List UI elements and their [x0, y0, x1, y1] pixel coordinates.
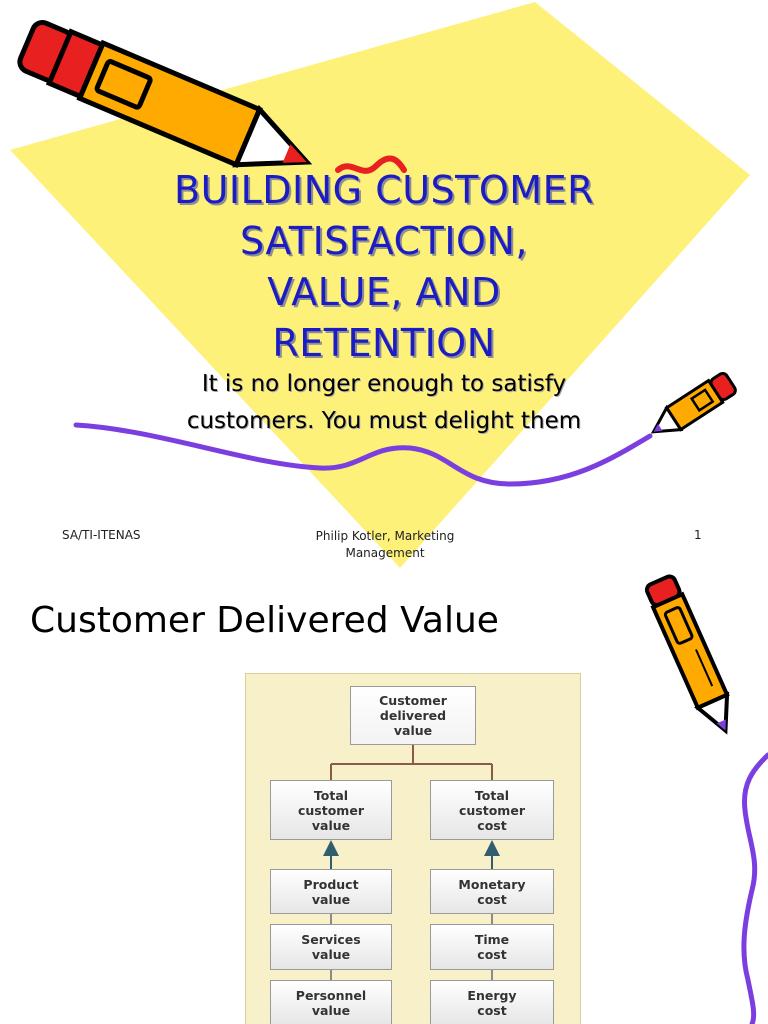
customer-delivered-value-box: Customer delivered value: [350, 686, 476, 745]
slide-1: BUILDING CUSTOMER SATISFACTION, VALUE, A…: [10, 2, 750, 568]
box-label: Customer delivered value: [379, 693, 447, 738]
services-value-box: Services value: [270, 924, 392, 970]
footer-left: SA/TI-ITENAS: [62, 528, 141, 542]
slide-title: Customer Delivered Value: [30, 600, 499, 641]
customer-delivered-value-diagram: Customer delivered value Total customer …: [245, 673, 581, 1024]
energy-cost-box: Energy cost: [430, 980, 554, 1024]
box-label: Personnel value: [295, 988, 367, 1018]
subtitle-line: It is no longer enough to satisfy: [201, 371, 567, 397]
monetary-cost-box: Monetary cost: [430, 869, 554, 914]
total-customer-value-box: Total customer value: [270, 780, 392, 840]
red-squiggle: [335, 155, 407, 174]
slide-2-decoration: [644, 574, 768, 1024]
box-label: Total customer value: [298, 787, 364, 833]
footer-center-line: Management: [345, 546, 425, 560]
slide-1-decoration: [10, 2, 750, 568]
page-number: 1: [694, 528, 702, 542]
total-customer-cost-box: Total customer cost: [430, 780, 554, 840]
pencil-icon: [644, 574, 730, 735]
box-label: Energy cost: [467, 988, 517, 1018]
slide-2: Customer Delivered Value: [0, 570, 768, 1024]
footer-center-line: Philip Kotler, Marketing: [315, 529, 455, 543]
slide-title: BUILDING CUSTOMER SATISFACTION, VALUE, A…: [84, 165, 684, 369]
title-line: SATISFACTION,: [240, 219, 528, 263]
box-label: Monetary cost: [458, 876, 526, 907]
squiggle-line: [73, 422, 653, 487]
time-cost-box: Time cost: [430, 924, 554, 970]
small-pencil-icon: [650, 371, 737, 434]
squiggle-line: [741, 752, 768, 1024]
subtitle-line: customers. You must delight them: [186, 408, 582, 434]
title-line: VALUE, AND: [267, 270, 501, 314]
product-value-box: Product value: [270, 869, 392, 914]
title-line: RETENTION: [272, 321, 496, 365]
box-label: Total customer cost: [459, 787, 525, 833]
title-line: BUILDING CUSTOMER: [174, 168, 594, 212]
footer-center: Philip Kotler, Marketing Management: [285, 528, 485, 562]
box-label: Product value: [303, 876, 359, 907]
diagram-connectors: [323, 745, 500, 980]
pencil-icon: [17, 19, 313, 168]
box-label: Services value: [301, 932, 361, 962]
personnel-value-box: Personnel value: [270, 980, 392, 1024]
slide-subtitle: It is no longer enough to satisfy custom…: [84, 366, 684, 440]
box-label: Time cost: [474, 932, 510, 962]
